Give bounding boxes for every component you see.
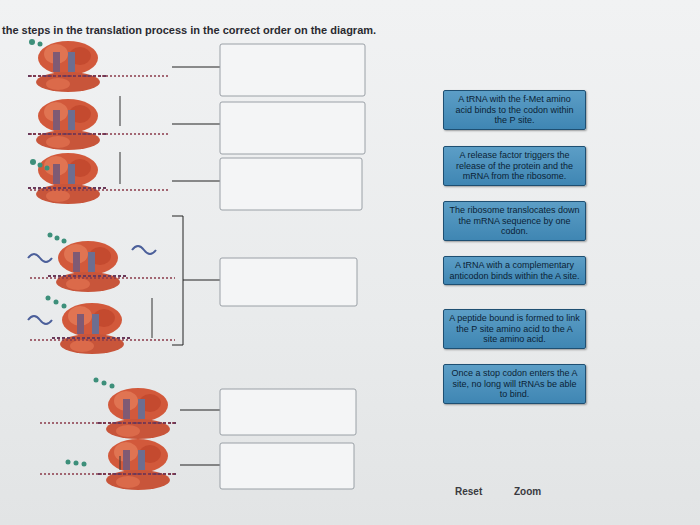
mrna-strands <box>30 76 175 474</box>
answer-label: A peptide bound is formed to link the P … <box>443 309 586 349</box>
control-button: Reset <box>455 486 482 497</box>
label-text: A tRNA with a complementary anticodon bi… <box>449 260 580 281</box>
answer-label: A release factor triggers the release of… <box>443 146 586 186</box>
label-text: A tRNA with the f-Met amino acid binds t… <box>449 94 580 126</box>
trna-molecules <box>28 246 156 324</box>
answer-label: A tRNA with a complementary anticodon bi… <box>443 256 586 285</box>
leader-lines <box>172 67 220 465</box>
instruction-title: the steps in the translation process in … <box>2 24 376 36</box>
answer-label: A tRNA with the f-Met amino acid binds t… <box>443 90 586 130</box>
peptide-chains <box>29 39 115 467</box>
ribosomes <box>28 41 178 490</box>
step-markers <box>120 96 152 470</box>
label-text: A release factor triggers the release of… <box>449 150 580 182</box>
label-text: A peptide bound is formed to link the P … <box>449 313 580 345</box>
label-text: The ribosome translocates down the mRNA … <box>449 205 580 237</box>
answer-label: Once a stop codon enters the A site, no … <box>443 364 586 404</box>
drop-target-boxes <box>220 44 365 489</box>
answer-label: The ribosome translocates down the mRNA … <box>443 201 586 241</box>
control-button: Zoom <box>514 486 541 497</box>
label-text: Once a stop codon enters the A site, no … <box>449 368 580 400</box>
